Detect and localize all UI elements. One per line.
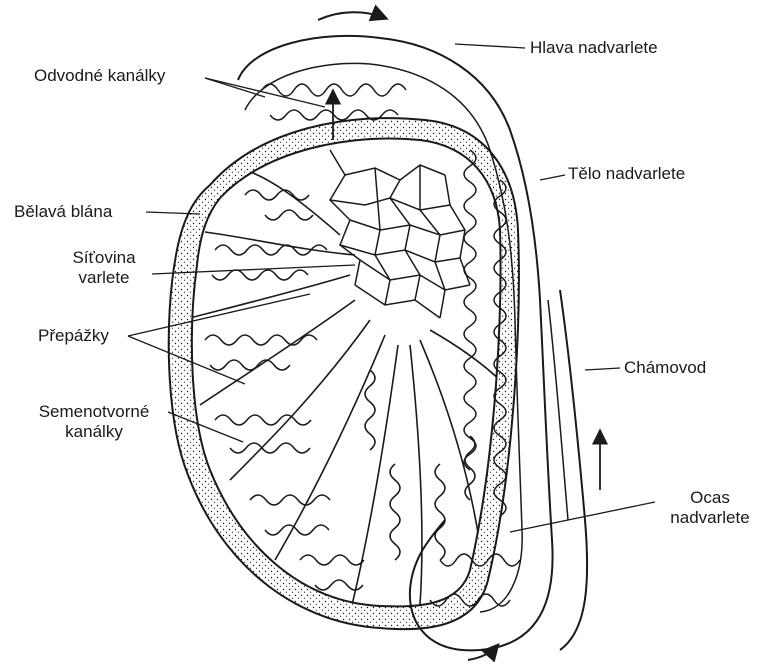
septum: [245, 170, 340, 235]
label-semenotvorne-line2: kanálky: [14, 422, 174, 442]
seminiferous-tubule: [300, 555, 364, 590]
leader-hlava: [455, 44, 525, 48]
label-sitovina-line1: Síťovina: [56, 248, 152, 268]
rete-testis: [330, 150, 470, 318]
label-ocas-line1: Ocas: [650, 488, 770, 508]
leader-odvodne-a: [205, 78, 325, 107]
leader-chamovod: [585, 368, 620, 370]
label-sitovina-varlete: Síťovina varlete: [56, 248, 152, 288]
seminiferous-tubule: [250, 495, 330, 535]
label-odvodne-kanalky: Odvodné kanálky: [34, 66, 165, 86]
septum: [430, 330, 505, 385]
septum: [205, 232, 355, 255]
leader-ocas: [510, 502, 655, 532]
septum: [190, 275, 350, 318]
label-belava-blana: Bělavá blána: [14, 202, 112, 222]
label-prepazky: Přepážky: [38, 326, 109, 346]
septum: [230, 320, 370, 480]
leader-odvodne-b: [205, 78, 265, 97]
label-semenotvorne-kanalky: Semenotvorné kanálky: [14, 402, 174, 442]
label-ocas-line2: nadvarlete: [650, 508, 770, 528]
label-chamovod: Chámovod: [624, 358, 706, 378]
leader-telo: [540, 175, 565, 180]
label-sitovina-line2: varlete: [56, 268, 152, 288]
label-semenotvorne-line1: Semenotvorné: [14, 402, 174, 422]
label-hlava-nadvarlete: Hlava nadvarlete: [530, 38, 658, 58]
septum: [420, 340, 480, 545]
seminiferous-tubule: [365, 370, 400, 560]
seminiferous-tubule: [212, 245, 327, 280]
label-ocas-nadvarlete: Ocas nadvarlete: [650, 488, 770, 528]
leader-prepazky-a: [128, 294, 310, 336]
label-telo-nadvarlete: Tělo nadvarlete: [568, 164, 685, 184]
septum: [200, 300, 355, 405]
flow-arrow-top: [318, 12, 385, 20]
